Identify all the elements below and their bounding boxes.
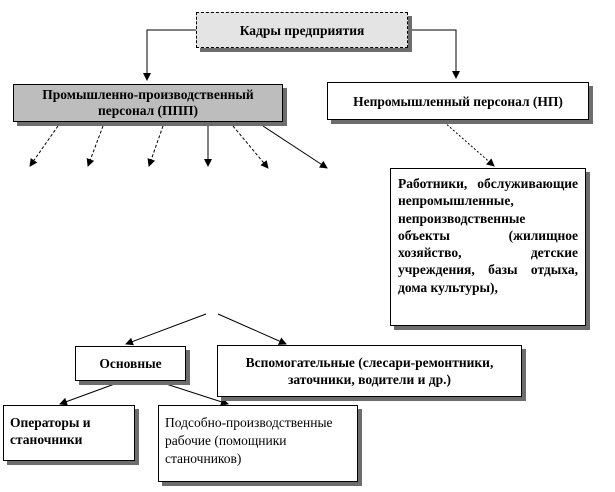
connector-root-to-ppp — [143, 29, 196, 81]
connector-main-to-operators — [59, 381, 121, 406]
root-node: Кадры предприятия — [196, 12, 408, 48]
ppp-fan-arrow-5 — [232, 125, 269, 169]
connector-to-aux — [217, 313, 287, 345]
nonindustrial-description-text: Работники, обслуживающие непромышленные,… — [398, 176, 578, 295]
connector-to-main — [125, 313, 207, 346]
root-node-label: Кадры предприятия — [239, 22, 365, 38]
ppp-fan-arrow-3 — [147, 125, 164, 167]
nonindustrial-staff-node: Непромышленный персонал (НП) — [327, 82, 589, 120]
nonindustrial-description-node: Работники, обслуживающие непромышленные,… — [390, 168, 586, 326]
nonindustrial-staff-label: Непромышленный персонал (НП) — [353, 93, 563, 109]
main-workers-node: Основные — [75, 346, 186, 381]
industrial-staff-label: Промышленно-производственный персонал (П… — [42, 87, 254, 118]
operators-label: Операторы и станочники — [10, 415, 91, 447]
connector-main-to-subsidiary — [159, 381, 229, 406]
subsidiary-workers-label: Подсобно-производственные рабочие (помощ… — [165, 415, 333, 466]
connector-root-to-np — [408, 29, 460, 79]
industrial-staff-node: Промышленно-производственный персонал (П… — [13, 84, 283, 122]
ppp-fan-arrow-2 — [86, 125, 104, 167]
subsidiary-workers-node: Подсобно-производственные рабочие (помощ… — [158, 405, 358, 482]
connector-np-to-desc — [443, 121, 495, 167]
auxiliary-workers-label: Вспомогательные (слесари-ремонтники, зат… — [245, 355, 494, 387]
ppp-fan-arrow-1 — [29, 125, 59, 167]
auxiliary-workers-node: Вспомогательные (слесари-ремонтники, зат… — [217, 345, 522, 397]
ppp-fan-arrow-6 — [262, 125, 328, 169]
main-workers-label: Основные — [99, 356, 162, 371]
operators-node: Операторы и станочники — [3, 405, 135, 461]
